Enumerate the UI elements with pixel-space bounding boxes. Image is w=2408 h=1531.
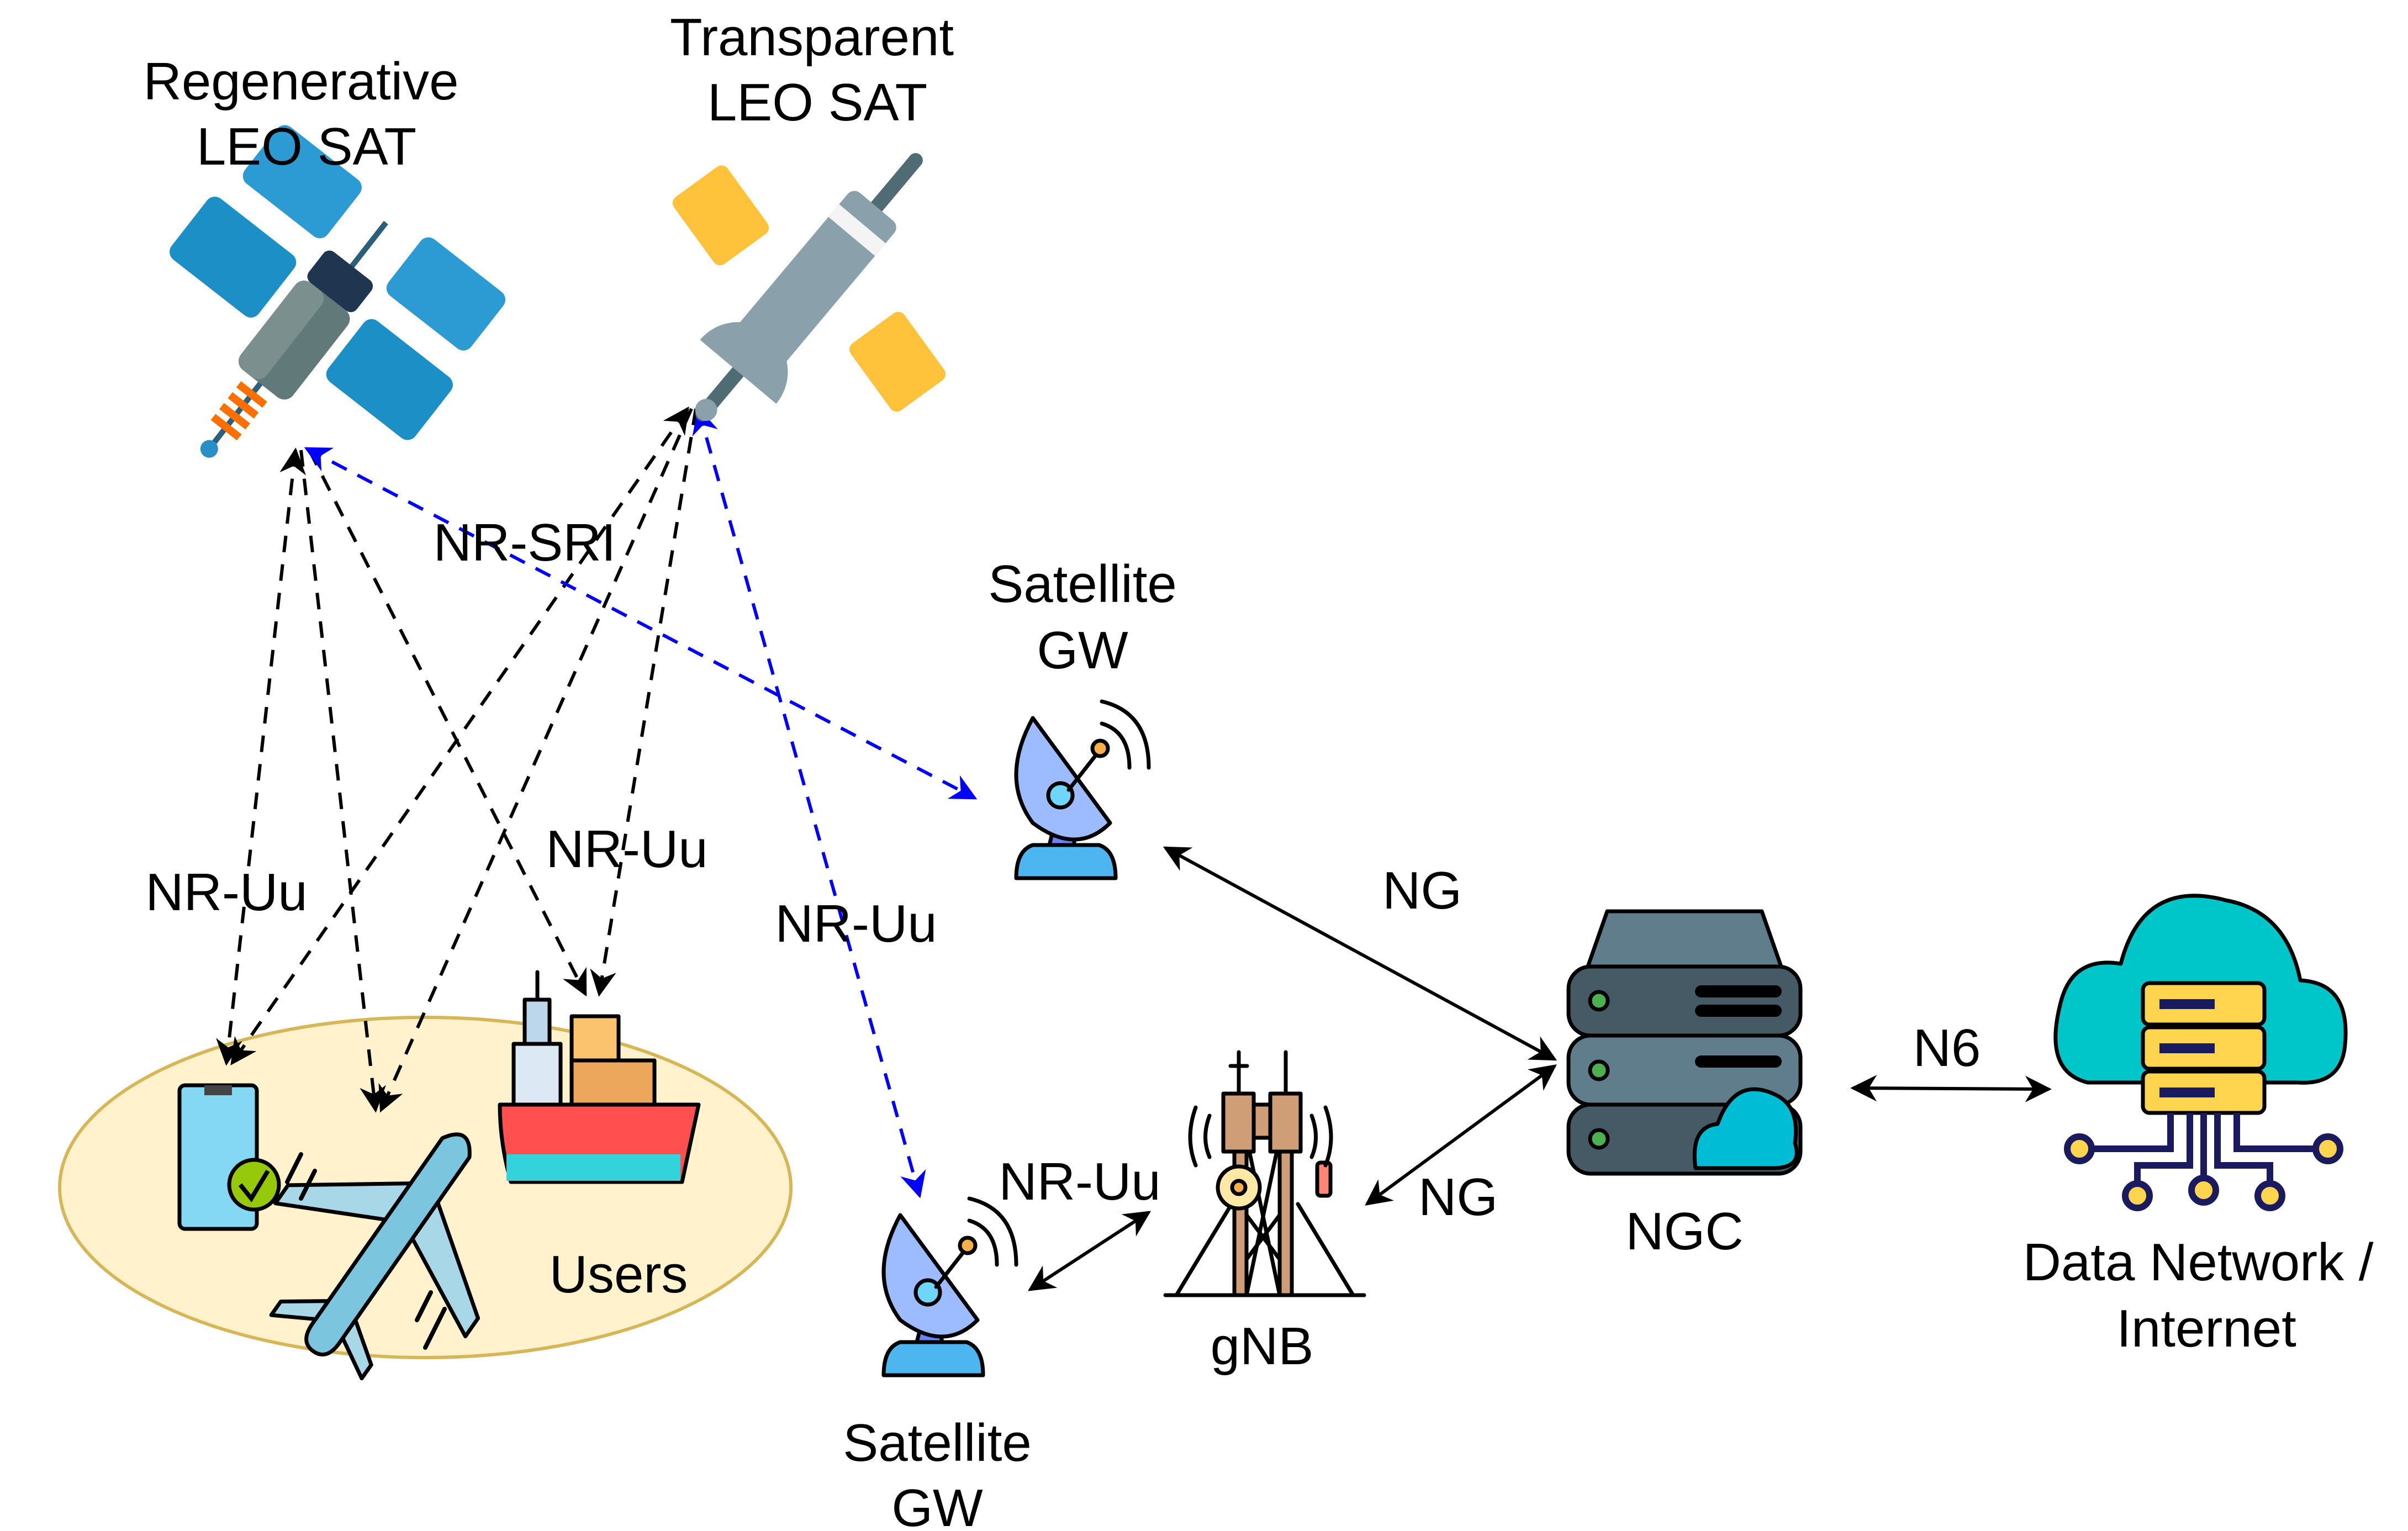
sat-gw-top-label-1: Satellite (988, 555, 1177, 614)
link-transp-to-phone (230, 406, 689, 1065)
nr-sri-label: NR-SRI (434, 513, 616, 572)
sat-gw-bottom-label-2: GW (891, 1479, 983, 1531)
gnb-tower-icon[interactable] (1163, 1050, 1366, 1297)
transparent-sat-label-1: Transparent (670, 8, 954, 67)
satellite-gateway-icon-top[interactable] (1014, 699, 1151, 880)
nr-uu-label-gw-gnb: NR-Uu (999, 1152, 1160, 1211)
cargo-ship-user-icon[interactable] (498, 970, 701, 1184)
core-links (1027, 846, 2052, 1291)
transparent-sat-label-2: LEO SAT (707, 73, 927, 132)
n6-link (1850, 1075, 2052, 1102)
link-transp-to-ship (590, 408, 698, 997)
sat-gw-top-label-2: GW (1037, 621, 1128, 680)
data-network-label-1: Data Network / (2023, 1233, 2374, 1292)
transparent-satellite-icon[interactable] (545, 25, 1073, 552)
smartphone-user-icon[interactable] (177, 1083, 281, 1231)
data-network-label-2: Internet (2116, 1299, 2296, 1358)
ng-label-bottom: NG (1418, 1168, 1498, 1227)
ng-label-top: NG (1382, 861, 1462, 920)
labels: Regenerative LEO SAT Transparent LEO SAT… (143, 8, 2373, 1531)
regenerative-sat-label-1: Regenerative (143, 52, 458, 111)
feeder-links (304, 407, 978, 1199)
n6-label: N6 (1913, 1018, 1981, 1078)
satellite-gateway-icon-bottom[interactable] (881, 1196, 1018, 1377)
data-network-cloud-icon[interactable] (2053, 894, 2348, 1211)
regenerative-satellite-icon[interactable] (82, 114, 518, 551)
nr-uu-link-gw-gnb (1027, 1211, 1152, 1291)
link-regen-to-phone (215, 447, 307, 1066)
gnb-label: gNB (1211, 1317, 1314, 1376)
nr-uu-label-mid: NR-Uu (546, 820, 707, 879)
nr-uu-label-left: NR-Uu (145, 863, 307, 922)
ng-link-gnb-ngc (1365, 1064, 1557, 1206)
users-label: Users (550, 1245, 688, 1304)
link-regen-to-gw-top (304, 447, 978, 800)
airplane-user-icon[interactable] (218, 1070, 558, 1418)
link-regen-to-plane (299, 450, 386, 1113)
sat-gw-bottom-label-1: Satellite (843, 1413, 1032, 1472)
link-transp-to-gw-bottom (692, 407, 926, 1199)
ngc-server-icon[interactable] (1566, 909, 1803, 1176)
nr-uu-label-right: NR-Uu (775, 894, 937, 953)
airplane-motion-lines (285, 1152, 447, 1350)
ng-link-gw-ngc (1163, 846, 1557, 1061)
regenerative-sat-label-2: LEO SAT (197, 117, 416, 176)
ngc-label: NGC (1625, 1202, 1743, 1261)
